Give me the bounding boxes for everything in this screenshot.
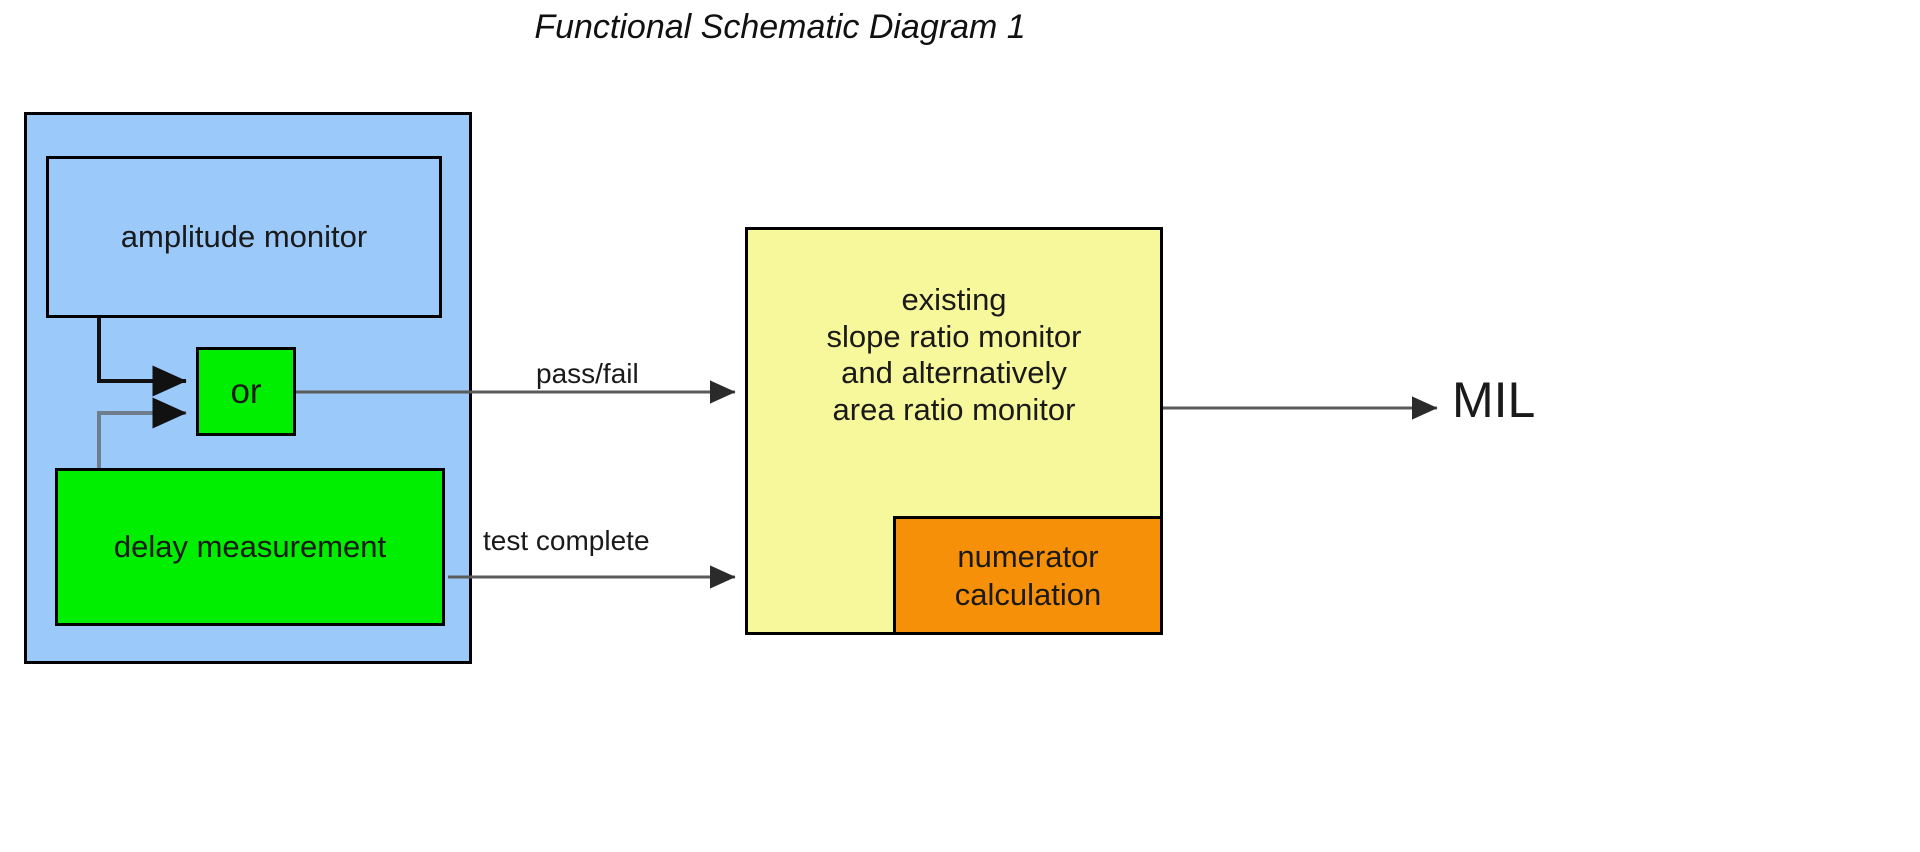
delay-measurement-label: delay measurement	[113, 528, 387, 564]
delay-measurement-node: delay measurement	[55, 468, 445, 626]
amplitude-monitor-node: amplitude monitor	[46, 156, 442, 318]
or-gate-node: or	[196, 347, 296, 436]
edge-label-test-complete: test complete	[483, 525, 650, 556]
numerator-calculation-node: numerator calculation	[893, 516, 1163, 635]
numerator-calculation-label: numerator calculation	[954, 539, 1102, 612]
amplitude-monitor-label: amplitude monitor	[120, 218, 368, 254]
existing-monitor-label: existing slope ratio monitor and alterna…	[826, 282, 1082, 427]
page-title: Functional Schematic Diagram 1	[534, 8, 1026, 46]
or-gate-label: or	[230, 371, 262, 411]
mil-output-label: MIL	[1452, 372, 1536, 428]
edge-label-pass-fail: pass/fail	[536, 358, 639, 389]
